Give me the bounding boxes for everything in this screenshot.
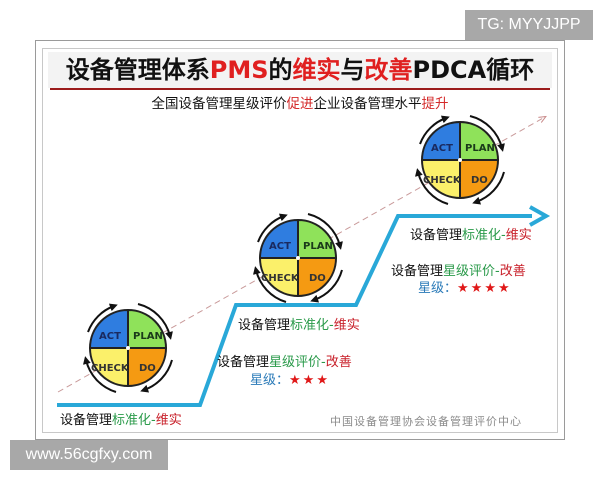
level-3-stars: 星级：★★★★ — [418, 281, 512, 297]
text: - — [329, 318, 334, 333]
title-pms: PMS — [209, 56, 269, 84]
label-plan: PLAN — [303, 241, 333, 252]
title-bar — [48, 52, 552, 88]
text: 标准化 — [112, 413, 152, 428]
title-improve: 改善 — [364, 56, 413, 84]
pdca-cycle-1 — [86, 304, 172, 392]
star-icon: ★★★★ — [457, 281, 512, 296]
star-label: 星级： — [250, 373, 290, 388]
watermark-top: TG: MYYJJPP — [465, 10, 593, 40]
subtitle-text: 全国设备管理星级评价 — [151, 96, 287, 112]
subtitle: 全国设备管理星级评价促进企业设备管理水平提升 — [48, 95, 552, 113]
text: 维实 — [505, 228, 532, 243]
level-3-standardization: 设备管理标准化-维实 — [410, 228, 532, 244]
text: 设备管理 — [410, 228, 463, 243]
pdca-cycle-2 — [256, 214, 342, 302]
text: - — [495, 264, 500, 279]
text: - — [501, 228, 506, 243]
label-check: CHECK — [423, 175, 461, 186]
label-do: DO — [309, 273, 326, 284]
text: 星级评价 — [269, 355, 322, 370]
title-maintain: 维实 — [292, 56, 341, 84]
text: 设备管理 — [391, 264, 444, 279]
page-title: 设备管理体系PMS的维实与改善PDCA循环 — [48, 53, 552, 87]
text: 标准化 — [290, 318, 330, 333]
label-check: CHECK — [91, 363, 129, 374]
label-do: DO — [139, 363, 156, 374]
level-2-stars: 星级：★★★ — [250, 373, 330, 389]
star-label: 星级： — [418, 281, 458, 296]
step-line — [57, 214, 532, 407]
watermark-bottom: www.56cgfxy.com — [10, 440, 168, 470]
star-icon: ★★★ — [289, 373, 330, 388]
label-check: CHECK — [261, 273, 299, 284]
text: 标准化 — [462, 228, 502, 243]
level-2-evaluation: 设备管理星级评价-改善 — [217, 355, 352, 371]
subtitle-raise: 提升 — [421, 96, 449, 112]
text: - — [321, 355, 326, 370]
pdca-cycle-3 — [418, 116, 504, 204]
text: 维实 — [333, 318, 360, 333]
title-text: 与 — [340, 56, 365, 84]
subtitle-text: 企业设备管理水平 — [313, 96, 422, 112]
level-1-standardization: 设备管理标准化-维实 — [60, 413, 182, 429]
title-pdca: PDCA循环 — [412, 56, 535, 84]
level-2-standardization: 设备管理标准化-维实 — [238, 318, 360, 334]
title-text: 设备管理体系 — [65, 56, 210, 84]
text: 改善 — [325, 355, 352, 370]
text: 设备管理 — [238, 318, 291, 333]
level-3-evaluation: 设备管理星级评价-改善 — [391, 264, 526, 280]
label-act: ACT — [269, 241, 291, 252]
label-do: DO — [471, 175, 488, 186]
text: - — [151, 413, 156, 428]
title-underline — [50, 88, 550, 90]
text: 设备管理 — [217, 355, 270, 370]
text: 设备管理 — [60, 413, 113, 428]
text: 改善 — [499, 264, 526, 279]
subtitle-promote: 促进 — [286, 96, 314, 112]
label-act: ACT — [431, 143, 453, 154]
footer-credit: 中国设备管理协会设备管理评价中心 — [330, 415, 522, 428]
label-plan: PLAN — [133, 331, 163, 342]
title-text: 的 — [268, 56, 293, 84]
text: 星级评价 — [443, 264, 496, 279]
label-plan: PLAN — [465, 143, 495, 154]
text: 维实 — [155, 413, 182, 428]
step-arrow-icon — [529, 205, 551, 227]
label-act: ACT — [99, 331, 121, 342]
